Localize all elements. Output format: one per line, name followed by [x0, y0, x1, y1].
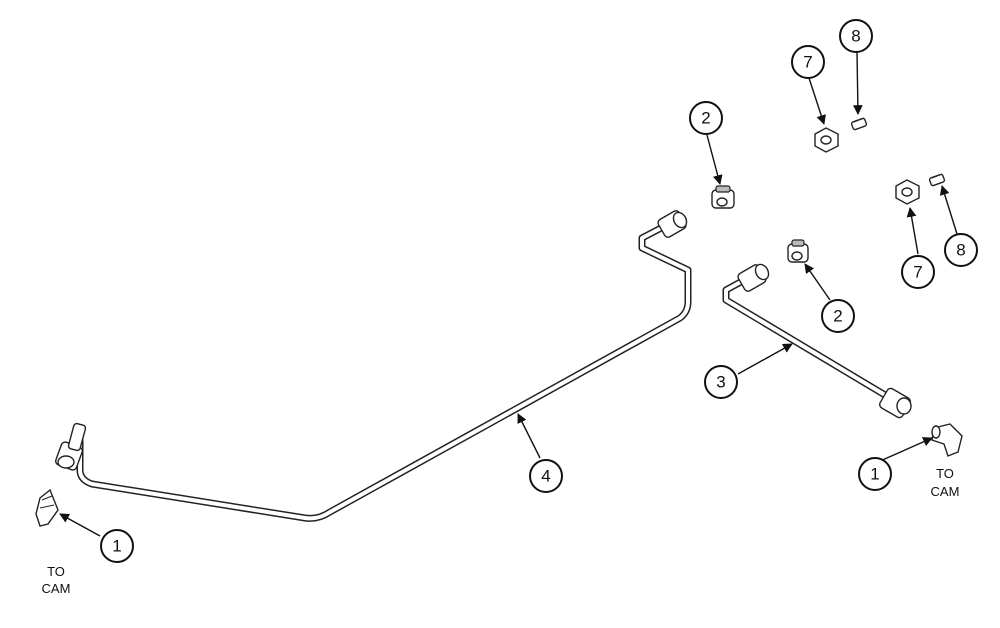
- svg-text:2: 2: [701, 109, 710, 128]
- bleed-screw-bottom: [928, 173, 946, 187]
- note-to-cam-left: TO CAM: [42, 564, 71, 596]
- tube-nut-upper-right: [657, 210, 688, 238]
- svg-text:7: 7: [913, 263, 922, 282]
- callout-1-right: 1: [858, 457, 892, 491]
- svg-text:2: 2: [833, 307, 842, 326]
- tube-nut-short-top: [737, 263, 770, 292]
- elbow-fitting-left: [35, 488, 59, 527]
- callout-3: 3: [704, 365, 738, 399]
- leader-2-mid: [804, 263, 831, 301]
- callout-7-top: 7: [791, 45, 825, 79]
- fuel-tube-short: [722, 274, 894, 402]
- tube-nut-lower-left: [54, 422, 87, 471]
- leader-1-left: [59, 513, 101, 537]
- callout-1-left: 1: [100, 529, 134, 563]
- svg-text:CAM: CAM: [42, 581, 71, 596]
- callout-7-bottom: 7: [901, 255, 935, 289]
- connector-fitting-top: [711, 185, 735, 209]
- leader-4: [517, 413, 541, 459]
- svg-text:3: 3: [716, 373, 725, 392]
- note-to-cam-right: TO CAM: [931, 466, 960, 499]
- leader-2-top: [706, 134, 723, 185]
- fuel-tube-long: [76, 222, 692, 522]
- callout-2-mid: 2: [821, 299, 855, 333]
- callout-4: 4: [529, 459, 563, 493]
- svg-text:TO: TO: [936, 466, 954, 481]
- svg-text:4: 4: [541, 467, 550, 486]
- leader-3: [737, 343, 793, 375]
- hex-nut-top: [814, 127, 839, 153]
- leader-8-top: [852, 51, 863, 115]
- svg-text:1: 1: [112, 537, 121, 556]
- svg-text:8: 8: [851, 27, 860, 46]
- svg-text:7: 7: [803, 53, 812, 72]
- svg-text:8: 8: [956, 241, 965, 260]
- svg-text:CAM: CAM: [931, 484, 960, 499]
- tube-nut-short-bottom: [879, 387, 912, 419]
- bleed-screw-top: [850, 117, 868, 131]
- callout-8-bottom: 8: [944, 233, 978, 267]
- callout-8-top: 8: [839, 19, 873, 53]
- svg-text:1: 1: [870, 465, 879, 484]
- hex-nut-bottom: [895, 179, 920, 205]
- callout-2-top: 2: [689, 101, 723, 135]
- leader-lines: [59, 51, 958, 537]
- leader-7-bottom: [906, 207, 919, 255]
- elbow-fitting-right: [931, 423, 963, 457]
- leader-8-bottom: [939, 185, 958, 235]
- leader-7-top: [808, 77, 826, 125]
- svg-text:TO: TO: [47, 564, 65, 579]
- connector-fitting-mid: [787, 239, 809, 263]
